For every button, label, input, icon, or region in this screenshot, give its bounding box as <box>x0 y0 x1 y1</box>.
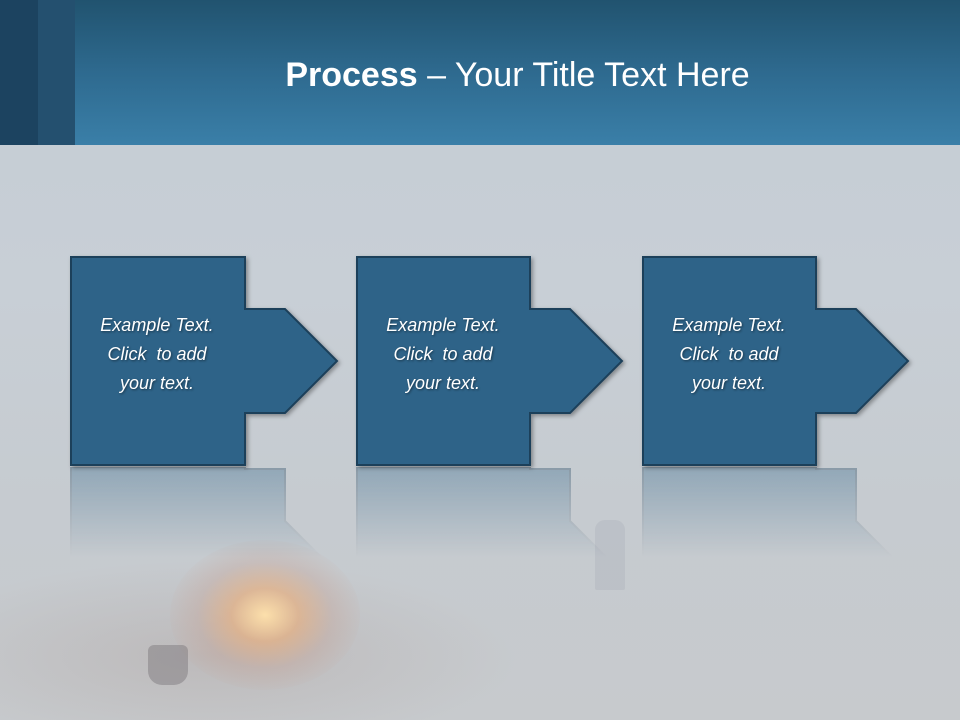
title-bold: Process <box>285 56 418 94</box>
title-rest: – Your Title Text Here <box>417 56 750 94</box>
step-1-line-1: Example Text. <box>100 315 214 335</box>
header-accent-dark <box>0 0 38 145</box>
step-3-line-3: your text. <box>691 373 767 393</box>
step-2-line-2: Click to add <box>393 344 493 364</box>
step-2-shape[interactable] <box>356 256 624 466</box>
step-1-line-3: your text. <box>119 373 195 393</box>
step-2-reflection <box>356 466 625 678</box>
step-3-shape[interactable] <box>642 256 910 466</box>
step-3-line-2: Click to add <box>679 344 779 364</box>
step-3-reflection <box>642 466 911 678</box>
step-1-line-2: Click to add <box>107 344 207 364</box>
step-1-text[interactable]: Example Text. Click to add your text. <box>71 311 243 398</box>
step-3-line-1: Example Text. <box>672 315 786 335</box>
slide-title[interactable]: Process – Your Title Text Here <box>75 50 960 100</box>
step-1-reflection <box>70 466 340 678</box>
step-1-shape[interactable] <box>70 256 339 466</box>
step-2-line-3: your text. <box>405 373 481 393</box>
step-3-text[interactable]: Example Text. Click to add your text. <box>643 311 815 398</box>
title-bar <box>0 0 960 145</box>
step-reflections <box>70 466 911 678</box>
step-2-text[interactable]: Example Text. Click to add your text. <box>357 311 529 398</box>
step-2-line-1: Example Text. <box>386 315 500 335</box>
header-accent-mid <box>38 0 75 145</box>
